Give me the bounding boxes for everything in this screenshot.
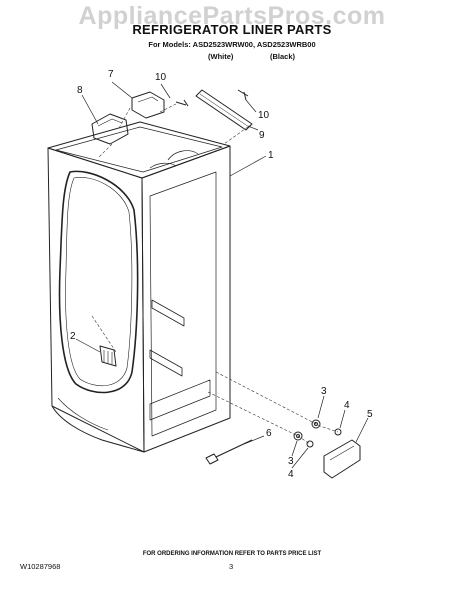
callout-10-right: 10: [258, 110, 270, 121]
liner-front-face: [141, 145, 231, 453]
part-7-bracket: [131, 91, 165, 119]
ordering-note: FOR ORDERING INFORMATION REFER TO PARTS …: [142, 551, 322, 557]
shelf-rail-lower: [149, 349, 183, 377]
callout-4-lower: 4: [288, 469, 294, 480]
callout-1: 1: [268, 150, 274, 161]
callout-8: 8: [77, 85, 83, 96]
part-4-washer-upper: [334, 428, 342, 436]
variant-black-label: (Black): [270, 52, 296, 61]
part-10-screw-top: [175, 99, 189, 107]
callout-9: 9: [259, 130, 265, 141]
callout-7: 7: [108, 69, 114, 80]
callout-3-lower: 3: [288, 456, 294, 467]
callout-5: 5: [367, 409, 373, 420]
part-8-assembly: [91, 113, 129, 145]
document-number: W10287968: [20, 562, 61, 571]
part-3-nut-lower: [293, 431, 303, 441]
part-2-clip: [99, 345, 117, 367]
part-6-harness: [205, 453, 219, 465]
page-number: 3: [229, 562, 234, 571]
part-4-washer-lower: [306, 440, 314, 448]
callout-4-upper: 4: [344, 400, 350, 411]
liner-back-panel: [47, 147, 145, 453]
liner-inner-loop: [58, 170, 139, 394]
watermark: AppliancePartsPros.com: [78, 2, 386, 30]
part-10-screw-right: [237, 89, 249, 101]
page-title: REFRIGERATOR LINER PARTS: [132, 22, 332, 37]
part-5-bracket: [323, 439, 361, 479]
model-numbers: For Models: ASD2523WRW00, ASD2523WRB00: [148, 40, 316, 49]
callout-10-top: 10: [155, 72, 167, 83]
callout-3-upper: 3: [321, 386, 327, 397]
liner-top-rim: [47, 121, 231, 179]
callout-6: 6: [266, 428, 272, 439]
callout-2: 2: [70, 331, 76, 342]
part-3-nut-upper: [311, 419, 321, 429]
variant-white-label: (White): [208, 52, 234, 61]
shelf-rail-upper: [151, 299, 185, 327]
